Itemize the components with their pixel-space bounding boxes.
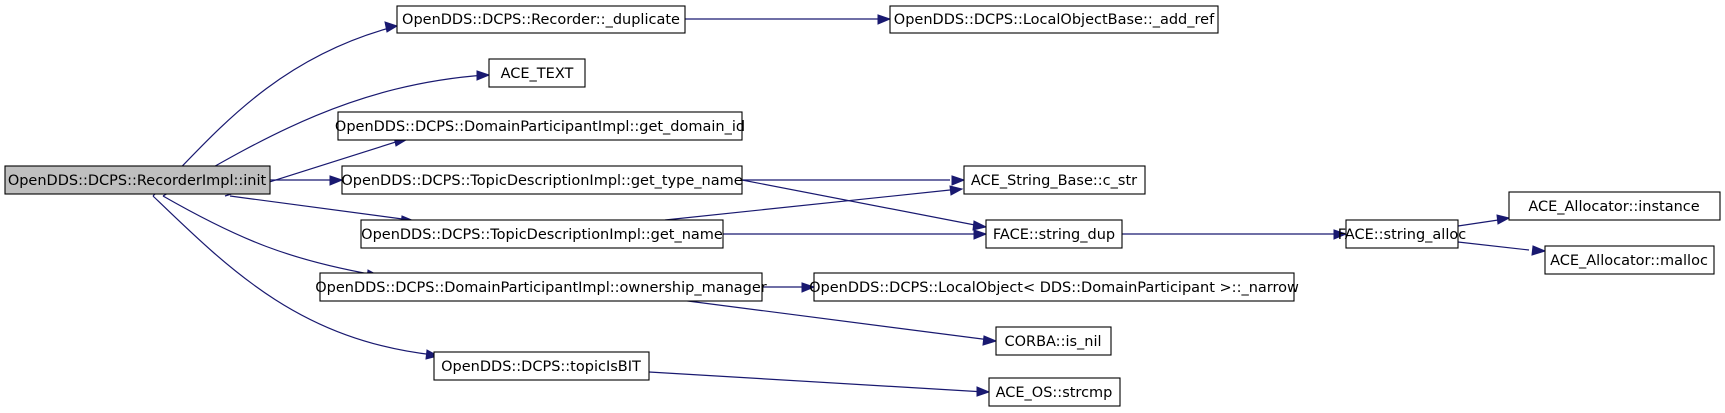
svg-text:ACE_OS::strcmp: ACE_OS::strcmp — [996, 385, 1113, 401]
nodes-layer: OpenDDS::DCPS::RecorderImpl::init OpenDD… — [4, 5, 1721, 407]
node-ace-text[interactable]: ACE_TEXT — [488, 58, 586, 88]
node-allocator-malloc[interactable]: ACE_Allocator::malloc — [1544, 245, 1715, 275]
edge-ownmgr-isnil — [679, 299, 991, 341]
node-topicisbit[interactable]: OpenDDS::DCPS::topicIsBIT — [433, 351, 650, 381]
svg-text:ACE_TEXT: ACE_TEXT — [501, 66, 574, 82]
arrow-strdup-1 — [972, 220, 988, 231]
node-ownership-manager[interactable]: OpenDDS::DCPS::DomainParticipantImpl::ow… — [315, 272, 767, 302]
node-get-type-name[interactable]: OpenDDS::DCPS::TopicDescriptionImpl::get… — [341, 165, 743, 195]
node-get-name[interactable]: OpenDDS::DCPS::TopicDescriptionImpl::get… — [360, 219, 724, 249]
arrow-dup — [384, 21, 399, 33]
arrow-strcmp — [976, 386, 991, 397]
node-face-string-alloc[interactable]: FACE::string_alloc — [1338, 219, 1466, 249]
node-ace-os-strcmp[interactable]: ACE_OS::strcmp — [988, 377, 1121, 407]
svg-text:OpenDDS::DCPS::RecorderImpl::i: OpenDDS::DCPS::RecorderImpl::init — [8, 173, 267, 189]
node-face-string-dup[interactable]: FACE::string_dup — [985, 219, 1123, 249]
edge-getname-cstr — [664, 189, 951, 221]
edge-root-ownmgr — [162, 195, 376, 276]
node-recorder-duplicate[interactable]: OpenDDS::DCPS::Recorder::_duplicate — [396, 5, 686, 34]
arrow-stralloc — [1333, 229, 1348, 240]
node-allocator-instance[interactable]: ACE_Allocator::instance — [1508, 191, 1721, 221]
arrow-cstr-2 — [949, 185, 964, 196]
arrow-instance — [1496, 214, 1511, 225]
node-string-base-c-str[interactable]: ACE_String_Base::c_str — [963, 165, 1146, 195]
svg-text:ACE_String_Base::c_str: ACE_String_Base::c_str — [971, 173, 1137, 189]
svg-text:OpenDDS::DCPS::TopicDescriptio: OpenDDS::DCPS::TopicDescriptionImpl::get… — [341, 173, 742, 189]
svg-text:OpenDDS::DCPS::TopicDescriptio: OpenDDS::DCPS::TopicDescriptionImpl::get… — [361, 227, 723, 243]
svg-text:OpenDDS::DCPS::topicIsBIT: OpenDDS::DCPS::topicIsBIT — [441, 359, 641, 375]
node-corba-is-nil[interactable]: CORBA::is_nil — [995, 326, 1112, 356]
arrow-addref — [877, 14, 892, 25]
node-recorderimpl-init[interactable]: OpenDDS::DCPS::RecorderImpl::init — [4, 165, 271, 195]
arrow-narrow — [801, 282, 816, 293]
arrow-isnil — [982, 335, 998, 346]
node-localobjectbase-add-ref[interactable]: OpenDDS::DCPS::LocalObjectBase::_add_ref — [889, 5, 1219, 34]
arrow-cstr-1 — [951, 175, 966, 186]
edges-layer — [152, 18, 1530, 393]
node-get-domain-id[interactable]: OpenDDS::DCPS::DomainParticipantImpl::ge… — [335, 111, 745, 141]
svg-text:OpenDDS::DCPS::LocalObjectBase: OpenDDS::DCPS::LocalObjectBase::_add_ref — [894, 12, 1215, 28]
node-localobject-narrow[interactable]: OpenDDS::DCPS::LocalObject< DDS::DomainP… — [809, 272, 1299, 302]
svg-text:ACE_Allocator::instance: ACE_Allocator::instance — [1528, 199, 1699, 215]
edge-topicbit-strcmp — [648, 371, 986, 393]
edge-root-topicbit — [152, 195, 435, 356]
edge-root-getname — [229, 195, 411, 221]
svg-text:OpenDDS::DCPS::Recorder::_dupl: OpenDDS::DCPS::Recorder::_duplicate — [402, 12, 680, 28]
svg-text:FACE::string_dup: FACE::string_dup — [993, 227, 1115, 243]
svg-text:ACE_Allocator::malloc: ACE_Allocator::malloc — [1550, 253, 1708, 269]
arrow-gettype — [329, 175, 344, 186]
svg-text:FACE::string_alloc: FACE::string_alloc — [1338, 227, 1466, 243]
svg-text:OpenDDS::DCPS::DomainParticipa: OpenDDS::DCPS::DomainParticipantImpl::ge… — [335, 119, 745, 135]
arrow-strdup-2 — [973, 229, 988, 240]
svg-text:OpenDDS::DCPS::LocalObject< DD: OpenDDS::DCPS::LocalObject< DDS::DomainP… — [809, 280, 1299, 296]
arrow-malloc — [1531, 245, 1547, 256]
edge-gettype-strdup — [741, 179, 981, 227]
svg-text:OpenDDS::DCPS::DomainParticipa: OpenDDS::DCPS::DomainParticipantImpl::ow… — [315, 280, 767, 296]
edge-stralloc-malloc — [1457, 241, 1530, 251]
arrow-acetext — [476, 70, 491, 81]
svg-text:CORBA::is_nil: CORBA::is_nil — [1004, 334, 1101, 350]
